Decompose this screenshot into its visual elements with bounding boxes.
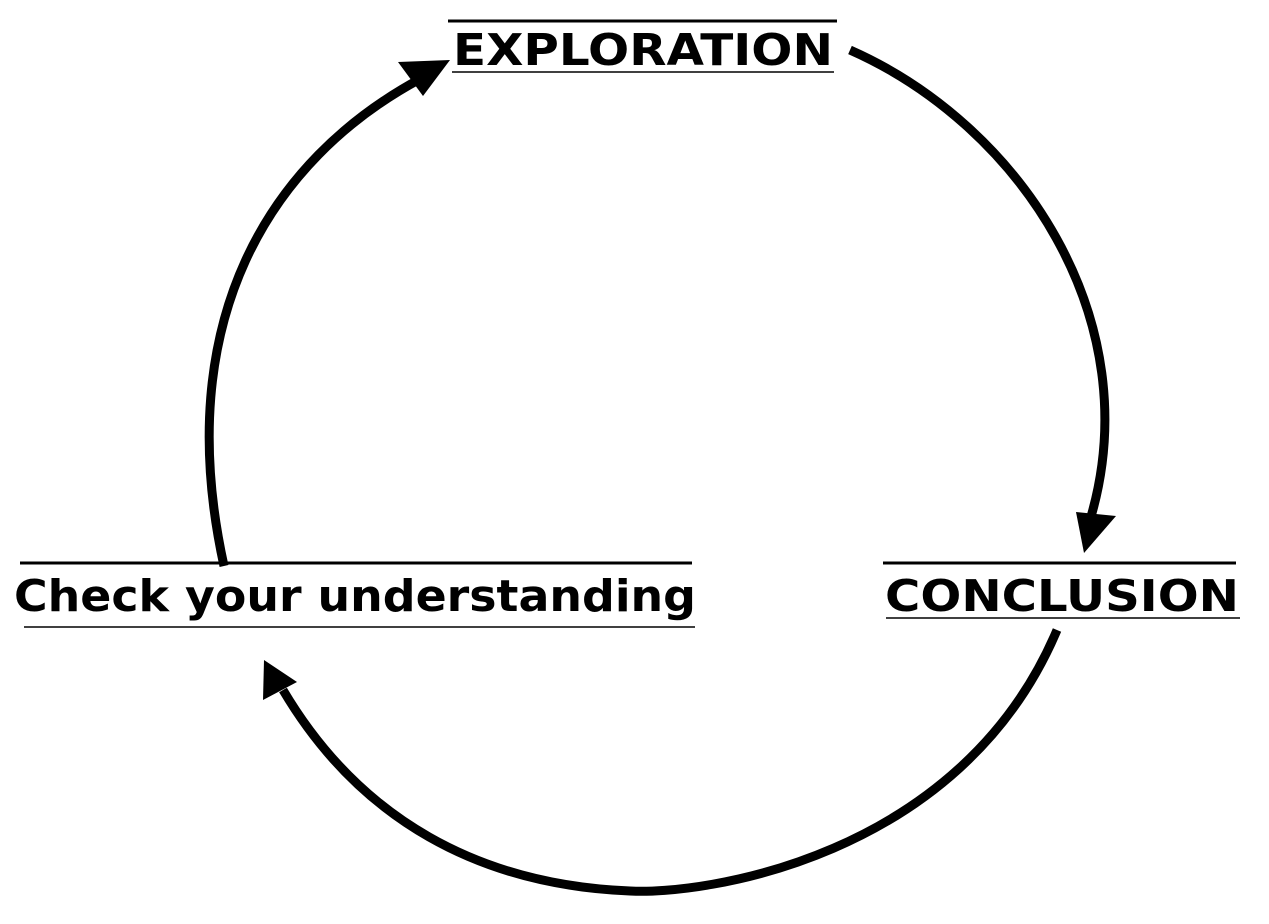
arrowhead-to-conclusion <box>1076 512 1116 553</box>
arrow-conclusion-to-check <box>263 628 1062 896</box>
check-label: Check your understanding <box>14 571 696 622</box>
exploration-label: EXPLORATION <box>453 25 833 76</box>
arrowhead-to-check <box>263 660 297 700</box>
arrow-exploration-to-conclusion <box>848 45 1116 553</box>
arc-exploration-to-conclusion <box>848 45 1110 522</box>
arc-check-to-exploration <box>204 75 423 567</box>
conclusion-label: CONCLUSION <box>885 571 1239 622</box>
arrowhead-to-exploration <box>398 60 450 96</box>
arrow-check-to-exploration <box>204 60 450 567</box>
node-conclusion: CONCLUSION <box>883 561 1240 622</box>
node-check-your-understanding: Check your understanding <box>14 561 696 628</box>
node-exploration: EXPLORATION <box>448 19 837 76</box>
arc-conclusion-to-check <box>279 628 1062 896</box>
